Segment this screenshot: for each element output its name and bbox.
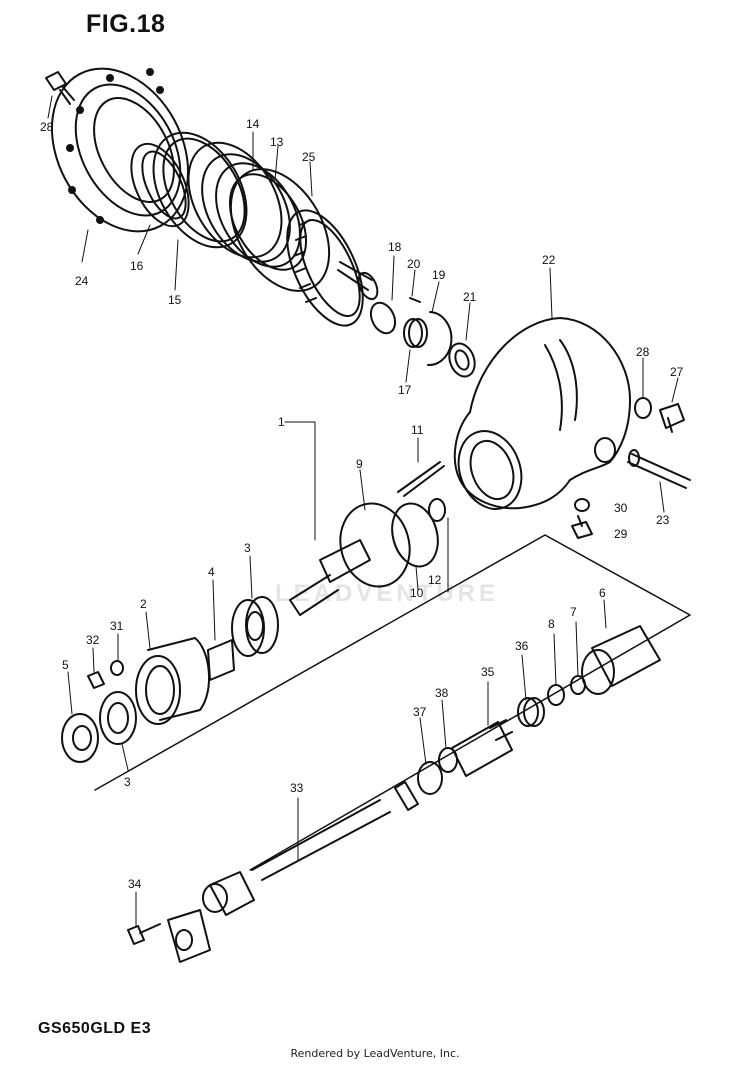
callout-21: 21 [463, 290, 477, 304]
callout-10: 10 [410, 586, 424, 600]
bolt-34 [127, 923, 161, 945]
callout-18: 18 [388, 240, 402, 254]
gear-case-22 [453, 317, 631, 510]
callout-30: 30 [614, 501, 628, 515]
callout-2: 2 [140, 597, 147, 611]
propeller-shaft-33 [167, 781, 419, 963]
callout-labels: 28 24 16 15 14 13 25 18 20 19 21 17 22 2… [40, 117, 684, 891]
joint-35 [451, 719, 513, 777]
callout-28-top: 28 [40, 120, 54, 134]
o-ring-10 [391, 502, 439, 568]
seal-21 [448, 342, 476, 378]
callout-38: 38 [435, 686, 449, 700]
washer-31 [110, 660, 124, 676]
ring-37 [417, 761, 443, 795]
callout-22: 22 [542, 253, 556, 267]
callout-8-text: 8 [548, 617, 555, 631]
figure-title: FIG.18 [86, 10, 166, 38]
callout-7: 7 [570, 605, 577, 619]
seal-12 [428, 498, 446, 522]
gasket-9 [339, 502, 411, 588]
shim-15 [152, 131, 248, 249]
callout-9-text: 9 [356, 457, 363, 471]
callout-28-right: 28 [636, 345, 650, 359]
ring-18 [369, 301, 397, 335]
callout-15: 15 [168, 293, 182, 307]
washer-7 [570, 675, 586, 695]
callout-31: 31 [110, 619, 124, 633]
bolt-27 [659, 403, 685, 433]
callout-23: 23 [656, 513, 670, 527]
spring-36 [517, 697, 545, 727]
circlip-19 [427, 311, 453, 367]
render-credit: Rendered by LeadVenture, Inc. [290, 1047, 460, 1060]
bearing-17 [403, 318, 428, 348]
bolt-29 [571, 515, 593, 539]
stud-11 [397, 461, 445, 497]
oil-seal-16 [130, 142, 190, 228]
callout-33: 33 [290, 781, 304, 795]
callout-35: 35 [481, 665, 495, 679]
callout-34: 34 [128, 877, 142, 891]
spacer-4 [207, 639, 235, 681]
callout-27: 27 [670, 365, 684, 379]
callout-5: 5 [62, 658, 69, 672]
nut-32 [87, 671, 105, 689]
screw-20 [409, 297, 421, 303]
drive-pinion [289, 539, 371, 616]
seal-5 [61, 713, 99, 763]
o-ring-25 [229, 168, 331, 292]
callout-24: 24 [75, 274, 89, 288]
callout-25: 25 [302, 150, 316, 164]
callout-29: 29 [614, 527, 628, 541]
callout-1: 1 [278, 415, 285, 429]
callout-14: 14 [246, 117, 260, 131]
callout-12: 12 [428, 573, 442, 587]
bearing-13-14 [187, 141, 307, 271]
bearing-3-upper [231, 596, 279, 657]
washer-30 [574, 498, 590, 512]
callout-3-lower: 3 [124, 775, 131, 789]
bearing-3-lower [99, 691, 137, 745]
model-code: GS650GLD E3 [38, 1020, 152, 1037]
callout-17: 17 [398, 383, 412, 397]
callout-37: 37 [413, 705, 427, 719]
leader-lines [47, 95, 679, 927]
callout-19: 19 [432, 268, 446, 282]
callout-20: 20 [407, 257, 421, 271]
callout-6: 6 [599, 586, 606, 600]
callout-32: 32 [86, 633, 100, 647]
washer-28-right [634, 397, 652, 419]
callout-11: 11 [411, 423, 424, 437]
damper-6 [581, 625, 661, 695]
callout-13: 13 [270, 135, 284, 149]
callout-16: 16 [130, 259, 144, 273]
callout-4: 4 [208, 565, 215, 579]
bearing-housing-2 [135, 637, 211, 725]
callout-3-upper: 3 [244, 541, 251, 555]
assembly-box [94, 534, 691, 871]
bolt-28-top [45, 71, 75, 105]
stud-23 [627, 449, 691, 489]
callout-36: 36 [515, 639, 529, 653]
ring-gear [286, 209, 379, 327]
ring-38 [438, 747, 458, 773]
nut-8 [547, 684, 565, 706]
